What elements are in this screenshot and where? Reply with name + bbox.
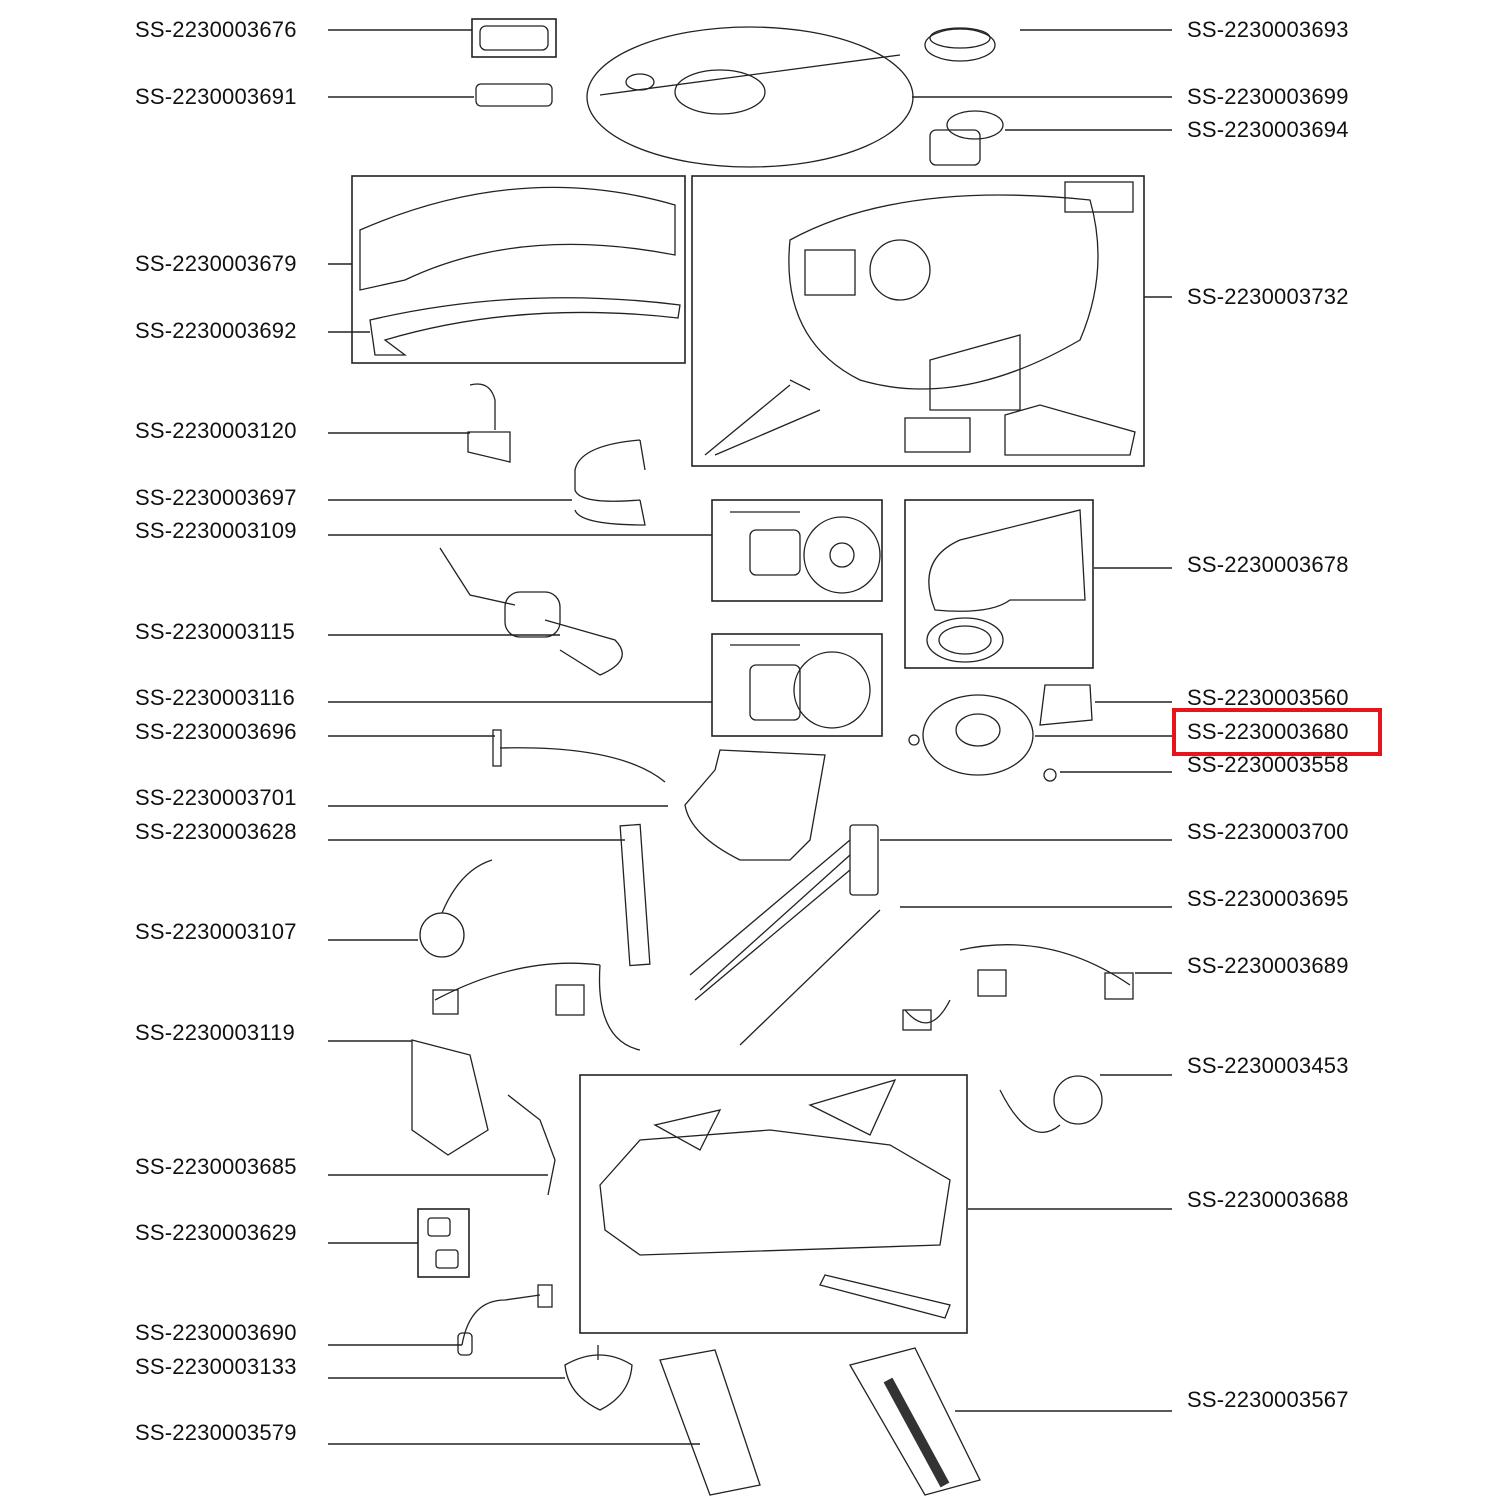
part-label[interactable]: SS-2230003453 [1187, 1053, 1349, 1078]
part-label[interactable]: SS-2230003109 [135, 518, 297, 543]
part-label[interactable]: SS-2230003699 [1187, 84, 1349, 109]
part-sketches [359, 25, 1136, 1496]
part-label[interactable]: SS-2230003691 [135, 84, 297, 109]
part-label[interactable]: SS-2230003689 [1187, 953, 1349, 978]
part-label[interactable]: SS-2230003678 [1187, 552, 1349, 577]
part-label[interactable]: SS-2230003693 [1187, 17, 1349, 42]
part-label[interactable]: SS-2230003676 [135, 17, 297, 42]
part-label[interactable]: SS-2230003579 [135, 1420, 297, 1445]
part-label[interactable]: SS-2230003697 [135, 485, 297, 510]
group-boxes [351, 18, 1145, 1334]
part-label[interactable]: SS-2230003119 [135, 1020, 295, 1045]
part-label[interactable]: SS-2230003700 [1187, 819, 1349, 844]
part-label[interactable]: SS-2230003560 [1187, 685, 1349, 710]
part-label[interactable]: SS-2230003133 [135, 1354, 297, 1379]
part-label[interactable]: SS-2230003685 [135, 1154, 297, 1179]
part-label[interactable]: SS-2230003629 [135, 1220, 297, 1245]
highlight-box [1172, 708, 1382, 756]
part-label[interactable]: SS-2230003732 [1187, 284, 1349, 309]
part-label[interactable]: SS-2230003692 [135, 318, 297, 343]
part-label[interactable]: SS-2230003695 [1187, 886, 1349, 911]
part-label-highlighted[interactable]: SS-2230003680 [1187, 719, 1349, 744]
part-label[interactable]: SS-2230003628 [135, 819, 297, 844]
leader-lines-right [880, 29, 1172, 1412]
part-label[interactable]: SS-2230003701 [135, 785, 297, 810]
part-label[interactable]: SS-2230003679 [135, 251, 297, 276]
part-label[interactable]: SS-2230003107 [135, 919, 297, 944]
leader-lines-left [328, 29, 712, 1445]
part-label[interactable]: SS-2230003120 [135, 418, 297, 443]
part-label[interactable]: SS-2230003558 [1187, 752, 1349, 777]
part-label[interactable]: SS-2230003567 [1187, 1387, 1349, 1412]
part-label[interactable]: SS-2230003694 [1187, 117, 1349, 142]
part-label[interactable]: SS-2230003696 [135, 719, 297, 744]
part-label[interactable]: SS-2230003115 [135, 619, 295, 644]
part-label[interactable]: SS-2230003688 [1187, 1187, 1349, 1212]
part-label[interactable]: SS-2230003116 [135, 685, 295, 710]
part-label[interactable]: SS-2230003690 [135, 1320, 297, 1345]
